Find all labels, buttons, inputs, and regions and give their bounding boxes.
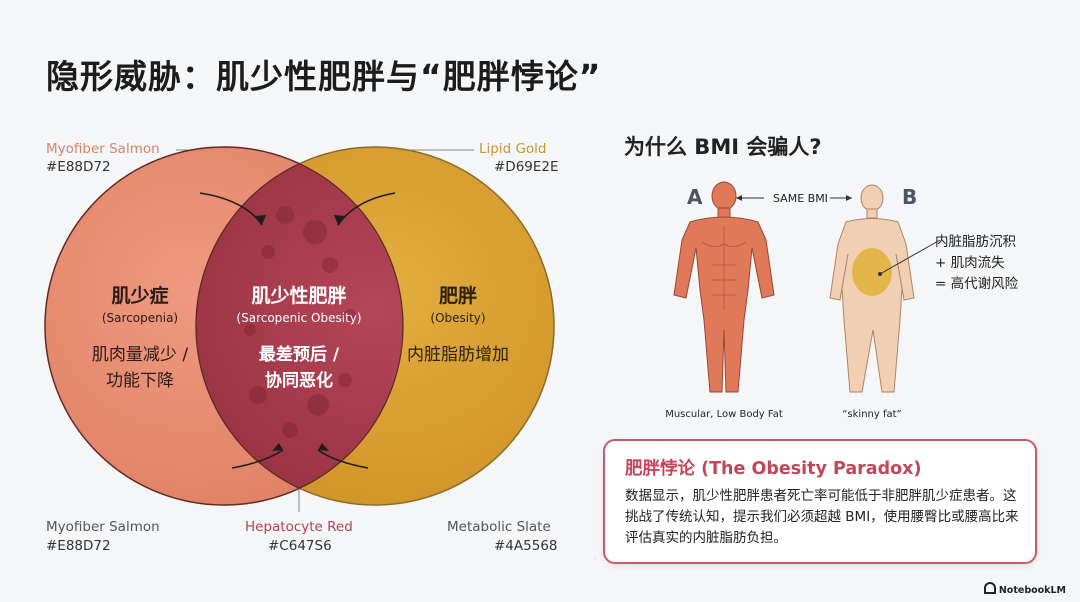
venn-diagram: 肌少症 (Sarcopenia) 肌肉量减少 / 功能下降 肌少性肥胖 (Sar… [0, 0, 600, 602]
bmi-figures: A B SAME BMI Muscular, Low Body Fat “ski… [640, 170, 1060, 425]
fat-pointer-dot [878, 272, 882, 276]
figure-b-caption: “skinny fat” [842, 409, 901, 420]
figure-a-label: A [687, 185, 703, 209]
obesity-paradox-card: 肥胖悖论 (The Obesity Paradox) 数据显示，肌少性肥胖患者死… [603, 439, 1037, 564]
arrow-right-icon [846, 195, 852, 201]
arrow-left-icon [736, 195, 742, 201]
note-line-2: + 肌肉流失 [935, 253, 1018, 274]
left-desc-1: 肌肉量减少 / [92, 345, 188, 365]
left-title: 肌少症 [111, 284, 168, 307]
center-desc-1: 最差预后 / [259, 344, 340, 365]
note-line-1: 内脏脂肪沉积 [935, 232, 1018, 253]
note-line-3: = 高代谢风险 [935, 274, 1018, 295]
figure-a-caption: Muscular, Low Body Fat [665, 409, 783, 420]
left-subtitle: (Sarcopenia) [102, 311, 178, 325]
same-bmi-label: SAME BMI [773, 192, 828, 205]
right-title: 肥胖 [439, 285, 477, 307]
left-desc-2: 功能下降 [106, 371, 174, 391]
center-desc-2: 协同恶化 [265, 370, 333, 391]
right-subtitle: (Obesity) [430, 311, 485, 325]
paradox-title: 肥胖悖论 (The Obesity Paradox) [625, 455, 921, 480]
center-title: 肌少性肥胖 [251, 284, 346, 307]
skinny-fat-note: 内脏脂肪沉积 + 肌肉流失 = 高代谢风险 [935, 232, 1018, 295]
brand-watermark: NotebookLM [984, 582, 1066, 596]
paradox-body: 数据显示，肌少性肥胖患者死亡率可能低于非肥胖肌少症患者。这挑战了传统认知，提示我… [625, 486, 1025, 549]
notebooklm-logo-icon [984, 582, 996, 594]
figure-b-label: B [902, 185, 917, 209]
bmi-heading: 为什么 BMI 会骗人? [624, 131, 822, 161]
visceral-fat-zone [852, 248, 892, 296]
right-desc-1: 内脏脂肪增加 [407, 345, 509, 365]
center-subtitle: (Sarcopenic Obesity) [236, 311, 361, 325]
brand-label: NotebookLM [999, 585, 1066, 596]
